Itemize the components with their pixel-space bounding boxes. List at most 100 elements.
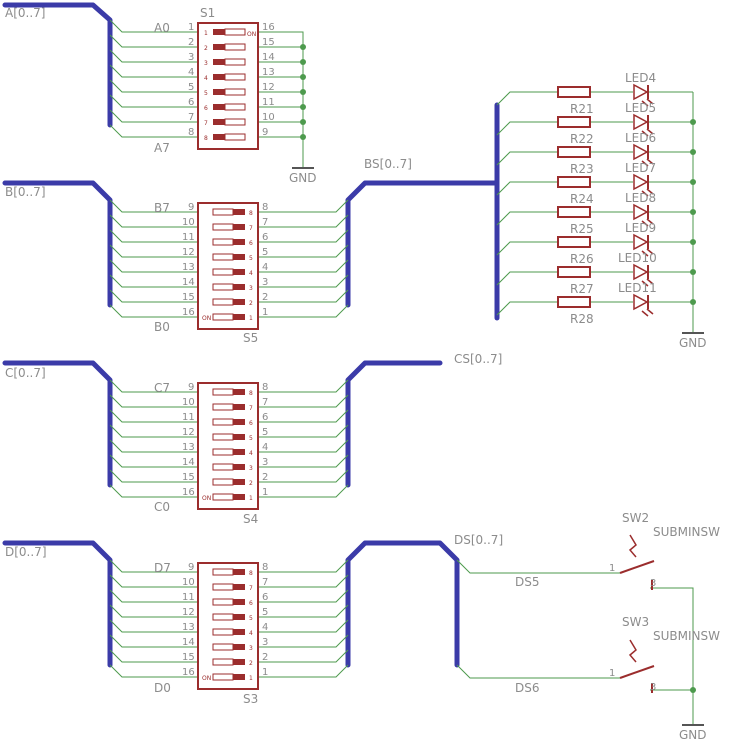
s1-pin: 1 bbox=[188, 22, 194, 33]
s4-pin: 12 bbox=[182, 427, 195, 438]
s4-left-wires bbox=[109, 379, 198, 498]
s5-on-label: ON bbox=[202, 315, 211, 322]
s3-sw-num: 4 bbox=[249, 630, 253, 637]
s1-left-wires bbox=[109, 19, 198, 138]
s4-pin: 2 bbox=[262, 472, 268, 483]
s4-pin: 11 bbox=[182, 412, 195, 423]
s1-pin: 7 bbox=[188, 112, 194, 123]
s5-pin: 7 bbox=[262, 217, 268, 228]
bus-ds bbox=[345, 540, 460, 668]
s4-bottom-net: C0 bbox=[154, 500, 170, 514]
sw2-pin3: 3 bbox=[650, 578, 656, 589]
s5-sw-num: 6 bbox=[249, 240, 253, 247]
s5-pin: 13 bbox=[182, 262, 195, 273]
s3-pin: 2 bbox=[262, 652, 268, 663]
sw3-name: SW3 bbox=[622, 615, 649, 629]
led-label: LED4 bbox=[625, 71, 656, 85]
s5-levers bbox=[212, 208, 245, 321]
s5-pin: 16 bbox=[182, 307, 195, 318]
s3-pin: 4 bbox=[262, 622, 268, 633]
led-label: LED7 bbox=[625, 161, 656, 175]
s3-bottom-net: D0 bbox=[154, 681, 171, 695]
resistor-bodies bbox=[557, 86, 591, 308]
s1-pin: 4 bbox=[188, 67, 194, 78]
s5-name: S5 bbox=[243, 331, 258, 345]
s4-sw-num: 4 bbox=[249, 450, 253, 457]
bus-bs-label: BS[0..7] bbox=[364, 157, 412, 171]
s5-pin: 4 bbox=[262, 262, 268, 273]
s4-right-wires bbox=[258, 379, 349, 498]
led-label: LED9 bbox=[625, 221, 656, 235]
s4-pin: 15 bbox=[182, 472, 195, 483]
resistor-label: R26 bbox=[570, 252, 594, 266]
s3-levers bbox=[212, 568, 245, 681]
s3-body bbox=[197, 562, 259, 690]
s5-pin: 9 bbox=[188, 202, 194, 213]
resistor-label: R28 bbox=[570, 312, 594, 326]
s3-pin: 7 bbox=[262, 577, 268, 588]
led-diodes bbox=[633, 83, 654, 317]
s5-pin: 12 bbox=[182, 247, 195, 258]
sw2-net-label: DS5 bbox=[515, 575, 540, 589]
s3-right-wires bbox=[258, 559, 349, 678]
resistor-label: R23 bbox=[570, 162, 594, 176]
s1-pin: 9 bbox=[262, 127, 268, 138]
s3-sw-num: 8 bbox=[249, 570, 253, 577]
s1-pin: 3 bbox=[188, 52, 194, 63]
s3-pin: 3 bbox=[262, 637, 268, 648]
s4-body bbox=[197, 382, 259, 510]
s5-bottom-net: B0 bbox=[154, 320, 170, 334]
sw3-junction bbox=[690, 687, 696, 693]
s3-pin: 1 bbox=[262, 667, 268, 678]
resistor-label: R27 bbox=[570, 282, 594, 296]
s1-on-label: ON bbox=[247, 31, 256, 38]
s3-pin: 14 bbox=[182, 637, 195, 648]
s3-sw-num: 1 bbox=[249, 675, 253, 682]
s5-sw-num: 7 bbox=[249, 225, 253, 232]
s3-pin: 13 bbox=[182, 622, 195, 633]
resistor-label: R25 bbox=[570, 222, 594, 236]
s3-pin: 11 bbox=[182, 592, 195, 603]
s1-sw-num: 2 bbox=[204, 45, 208, 52]
s4-pin: 16 bbox=[182, 487, 195, 498]
s4-pin: 8 bbox=[262, 382, 268, 393]
sw3-wire-ds6 bbox=[456, 664, 620, 679]
s1-sw-num: 4 bbox=[204, 75, 208, 82]
bus-bs bbox=[345, 180, 500, 308]
s3-pin: 15 bbox=[182, 652, 195, 663]
s1-sw-num: 3 bbox=[204, 60, 208, 67]
s3-pin: 5 bbox=[262, 607, 268, 618]
s4-pin: 10 bbox=[182, 397, 195, 408]
sw3-pin3: 3 bbox=[650, 682, 656, 693]
s5-body bbox=[197, 202, 259, 330]
s3-pin: 12 bbox=[182, 607, 195, 618]
s4-pin: 14 bbox=[182, 457, 195, 468]
s4-sw-num: 2 bbox=[249, 480, 253, 487]
s3-on-label: ON bbox=[202, 675, 211, 682]
sw3-wire-gnd bbox=[650, 689, 694, 725]
s4-pin: 3 bbox=[262, 457, 268, 468]
s4-sw-num: 3 bbox=[249, 465, 253, 472]
resistor-label: R22 bbox=[570, 132, 594, 146]
s1-pin: 15 bbox=[262, 37, 275, 48]
s4-on-label: ON bbox=[202, 495, 211, 502]
sw2-value: SUBMINSW bbox=[653, 525, 720, 539]
led-bank: GND R21 R22 R23 R24 R25 R26 R27 R28 LED4… bbox=[496, 71, 707, 350]
s4-pin: 9 bbox=[188, 382, 194, 393]
led-gnd-label: GND bbox=[679, 336, 707, 350]
sw2-name: SW2 bbox=[622, 511, 649, 525]
led-label: LED6 bbox=[625, 131, 656, 145]
led-label: LED10 bbox=[618, 251, 657, 265]
s1-sw-num: 1 bbox=[204, 30, 208, 37]
sw2-wire-gnd bbox=[650, 587, 694, 688]
bus-d bbox=[2, 540, 113, 668]
sw2-wire-ds5 bbox=[456, 559, 620, 574]
dip-switch-s3: 8 7 6 5 4 3 2 1 ON S3 D7 D0 9 10 11 12 1… bbox=[109, 559, 349, 706]
s5-pin: 15 bbox=[182, 292, 195, 303]
bus-c bbox=[2, 360, 113, 488]
bus-b bbox=[2, 180, 113, 308]
s3-pin: 16 bbox=[182, 667, 195, 678]
bus-b-label: B[0..7] bbox=[5, 185, 46, 199]
s5-sw-num: 5 bbox=[249, 255, 253, 262]
s3-left-wires bbox=[109, 559, 198, 678]
